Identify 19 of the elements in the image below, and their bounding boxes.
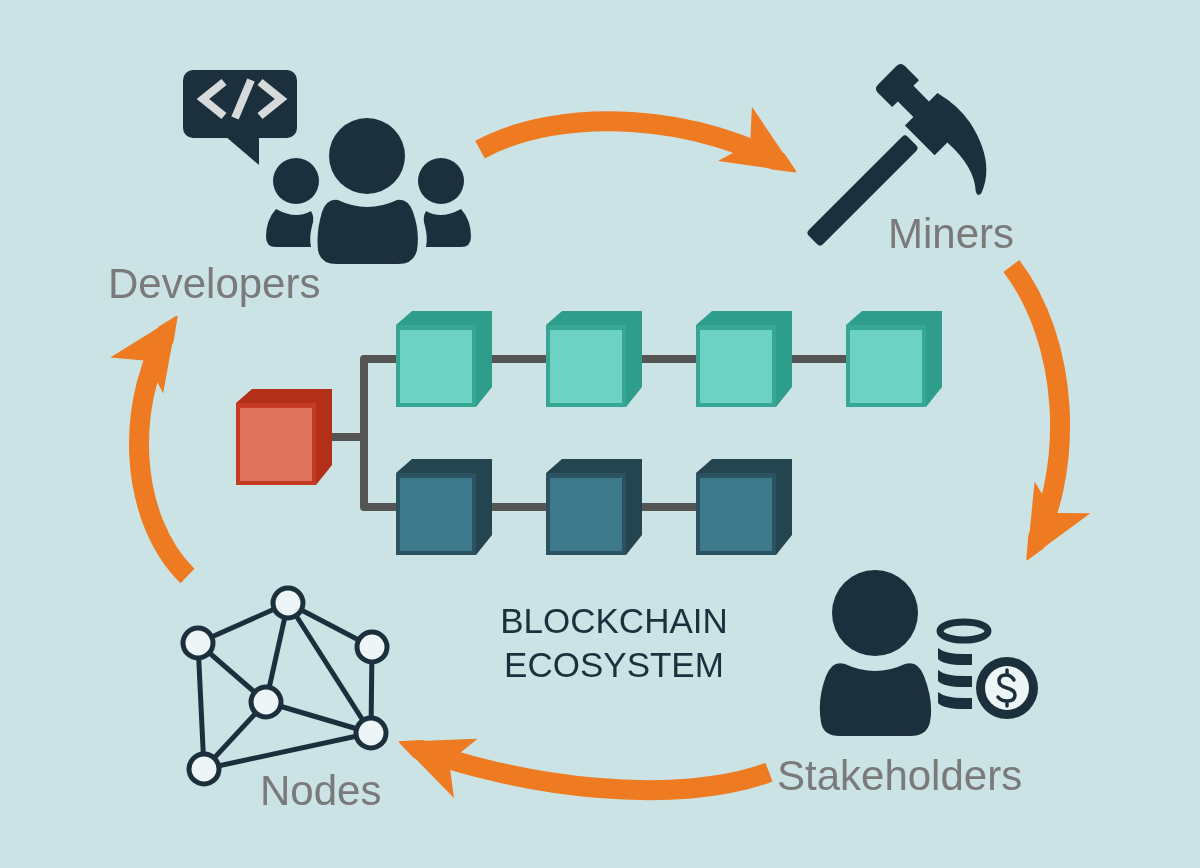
block-cube [696,459,792,555]
link-line [332,433,396,511]
link-line [792,355,846,363]
block-cube [546,459,642,555]
node-label: Developers [108,260,321,308]
node-label: Nodes [260,767,382,815]
link-line [492,355,546,363]
block-cube [846,311,942,407]
block-cube [696,311,792,407]
link-line [642,503,696,511]
link-line [642,355,696,363]
node-label: Miners [888,210,1015,258]
block-cube [396,311,492,407]
node-label: Stakeholders [777,752,1023,800]
link-line [492,503,546,511]
block-cube [236,389,332,485]
center-label: BLOCKCHAIN ECOSYSTEM [499,600,729,686]
block-cube [546,311,642,407]
block-cube [396,459,492,555]
